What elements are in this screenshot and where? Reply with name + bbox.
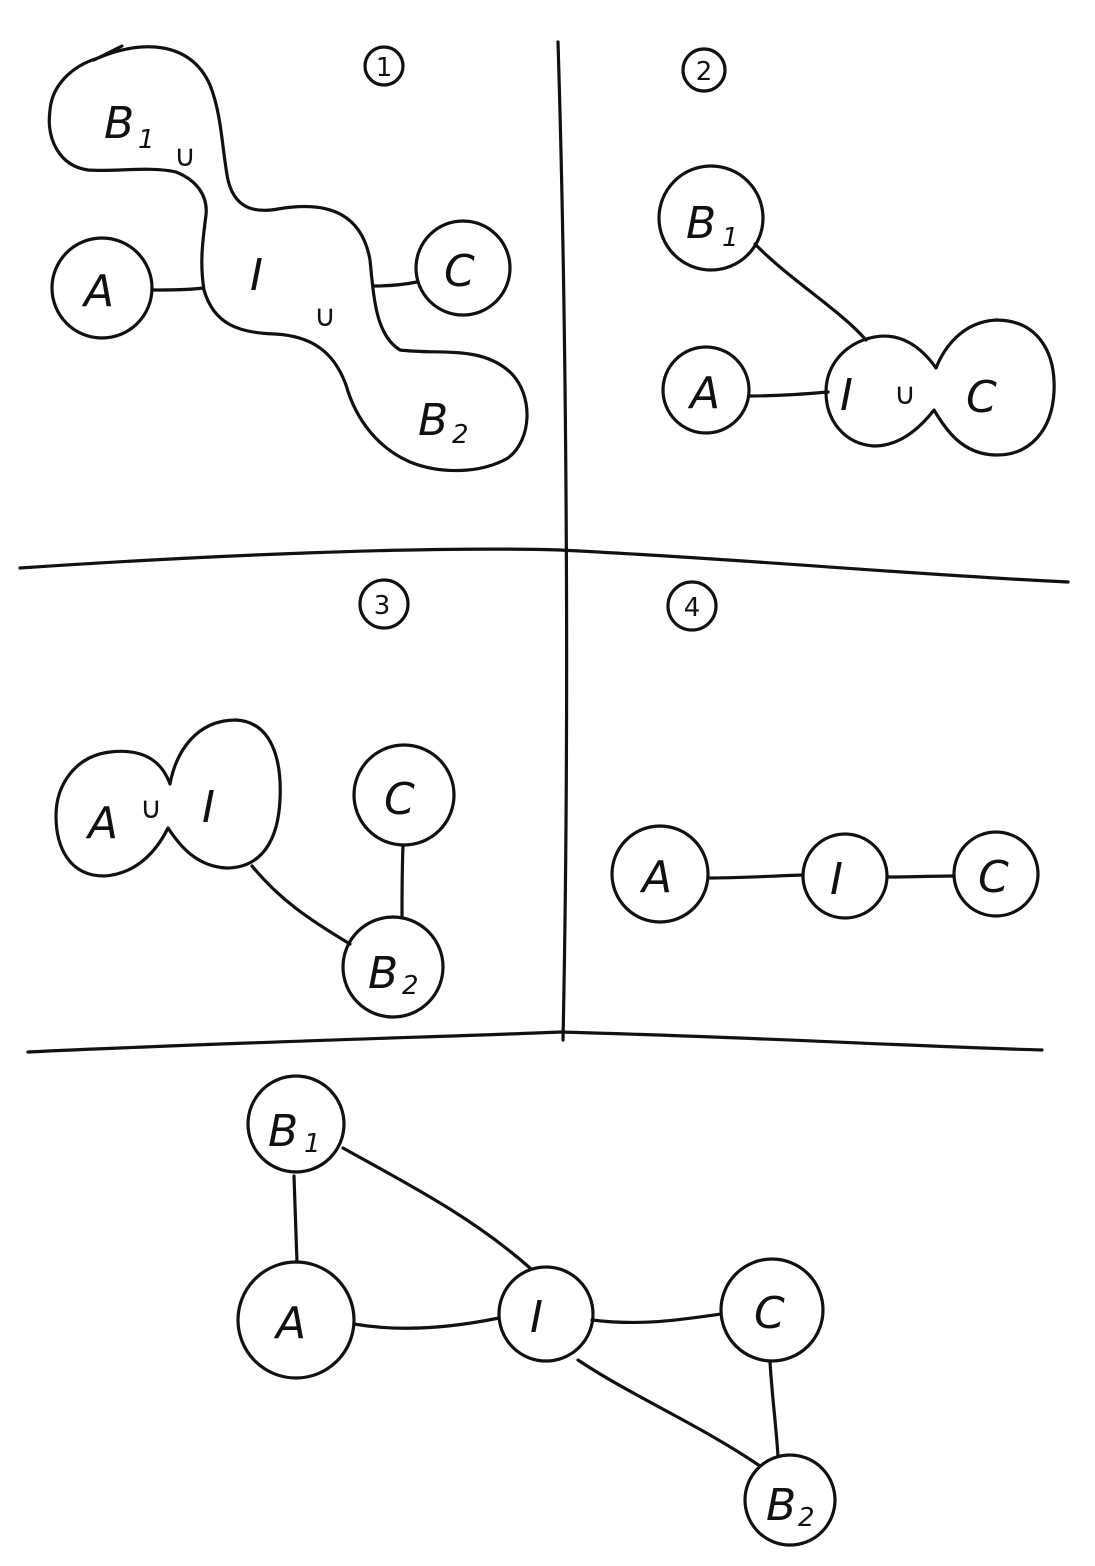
node-b1 <box>246 1074 346 1174</box>
edge-i-c <box>590 1312 723 1325</box>
node-a <box>50 236 154 340</box>
edge-c-b2 <box>400 844 405 920</box>
node-b2-label: B <box>368 948 398 999</box>
union-symbol-a-i: ∪ <box>140 791 162 826</box>
edge-i-b2 <box>576 1358 762 1468</box>
node-i-label: I <box>202 782 215 833</box>
panel-number-4: 4 <box>666 580 718 632</box>
node-b2 <box>341 915 445 1019</box>
node-a-label: A <box>639 852 672 903</box>
edge-i-c <box>371 280 419 288</box>
edge-a-i <box>747 390 830 398</box>
panel-number-2-label: 2 <box>696 57 713 87</box>
node-c-label: C <box>444 246 475 297</box>
node-b1-subscript: 1 <box>722 223 739 253</box>
node-i <box>801 832 889 920</box>
panel-number-3: 3 <box>358 578 410 630</box>
node-b1-subscript: 1 <box>304 1129 321 1159</box>
panel-number-1-label: 1 <box>376 53 393 83</box>
full-graph: B 1 A I C B 2 <box>236 1074 837 1547</box>
panel-1: B 1 ∪ I ∪ B 2 A C <box>47 44 529 473</box>
node-i-label: I <box>830 854 843 905</box>
panel-number-3-circle <box>358 578 410 630</box>
merged-node-b1-i-b2 <box>47 45 529 473</box>
panel-number-2-circle <box>681 47 727 93</box>
panel-number-3-label: 3 <box>374 591 391 621</box>
edge-b1-a <box>292 1174 299 1264</box>
node-b2-subscript: 2 <box>402 971 419 1001</box>
panel-number-1-circle <box>363 45 405 87</box>
horizontal-divider-top <box>18 547 1070 584</box>
node-i-label: I <box>250 250 263 301</box>
edge-i-c <box>885 874 956 879</box>
node-a-label: A <box>85 798 118 849</box>
panel-3: A ∪ I C B 2 <box>54 718 456 1019</box>
node-b1 <box>657 164 765 272</box>
node-i-label: I <box>530 1292 543 1343</box>
node-b2-label: B <box>766 1480 796 1531</box>
node-a-label: A <box>81 266 114 317</box>
node-b1-label: B <box>686 198 716 249</box>
node-c <box>719 1257 825 1363</box>
node-c-label: C <box>754 1288 785 1339</box>
union-symbol-i-c: ∪ <box>894 377 916 412</box>
edge-c-b2 <box>768 1360 780 1458</box>
node-a-label: A <box>687 368 720 419</box>
node-b1-label: B <box>104 98 134 149</box>
node-c <box>414 219 512 317</box>
panel-2: B 1 I ∪ C A <box>657 164 1056 457</box>
panel-4: A I C <box>610 824 1040 924</box>
edge-a-i <box>150 286 205 292</box>
merged-node-a-i <box>54 718 282 878</box>
edge-a-i <box>706 873 805 880</box>
edge-b1-i <box>341 1146 532 1270</box>
node-b2-subscript: 2 <box>798 1503 815 1533</box>
node-b2 <box>743 1453 837 1547</box>
blob-scribble <box>92 44 124 62</box>
union-symbol-i: ∪ <box>314 299 336 334</box>
node-a-label: A <box>273 1298 306 1349</box>
node-a <box>610 824 710 924</box>
node-a <box>661 345 751 435</box>
node-c-label: C <box>978 852 1009 903</box>
panel-number-4-circle <box>666 580 718 632</box>
edge-a-i <box>352 1316 501 1330</box>
node-c <box>952 830 1040 918</box>
panel-number-2: 2 <box>681 47 727 93</box>
union-symbol-b1: ∪ <box>174 139 196 174</box>
node-b1-subscript: 1 <box>138 125 155 155</box>
panel-number-1: 1 <box>363 45 405 87</box>
panel-number-4-label: 4 <box>684 593 701 623</box>
node-b2-label: B <box>418 395 448 446</box>
edge-ai-b2 <box>250 864 352 946</box>
vertical-divider <box>556 40 569 1042</box>
merged-node-i-c <box>824 318 1056 457</box>
horizontal-divider-bottom <box>26 1030 1044 1054</box>
node-c-label: C <box>384 774 415 825</box>
panel-dividers <box>18 40 1070 1054</box>
node-i-label: I <box>840 370 853 421</box>
node-b2-subscript: 2 <box>452 420 469 450</box>
node-c-label: C <box>966 372 997 423</box>
node-b1-label: B <box>268 1106 298 1157</box>
edge-b1-i <box>753 242 868 342</box>
node-i <box>497 1265 595 1363</box>
